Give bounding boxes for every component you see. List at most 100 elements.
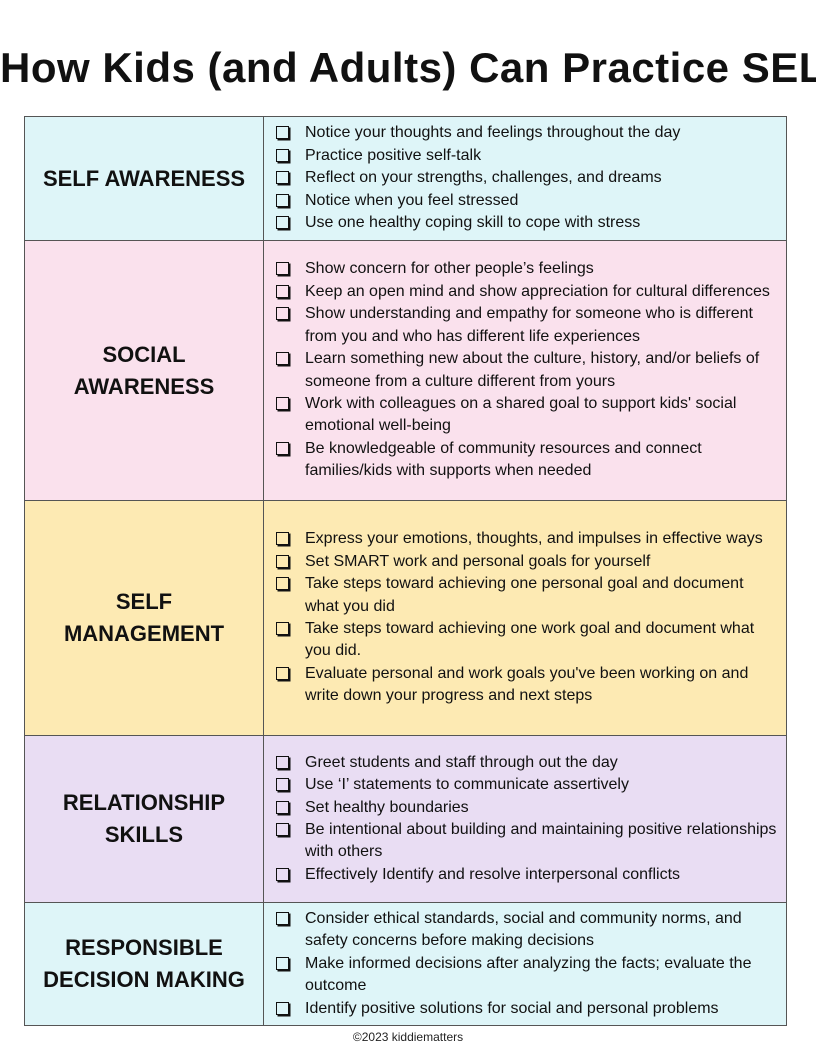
checklist-item-text: Be intentional about building and mainta… — [305, 821, 777, 861]
checklist-item: Take steps toward achieving one personal… — [274, 573, 778, 618]
checklist-item: Take steps toward achieving one work goa… — [274, 618, 778, 663]
checklist-item-text: Take steps toward achieving one personal… — [305, 575, 744, 615]
checklist-item-text: Learn something new about the culture, h… — [305, 350, 760, 390]
category-text: SELF AWARENESS — [42, 165, 246, 191]
checklist-item: Notice when you feel stressed — [274, 190, 778, 212]
checklist-item: Work with colleagues on a shared goal to… — [274, 393, 778, 438]
category-text: RESPONSIBLE DECISION MAKING — [43, 935, 245, 992]
checkbox-icon[interactable] — [276, 193, 289, 207]
sel-table: SELF AWARENESS Notice your thoughts and f… — [24, 116, 787, 1026]
checkbox-icon[interactable] — [276, 396, 289, 410]
checklist-item-text: Be knowledgeable of community resources … — [305, 439, 702, 480]
checklist-item: Consider ethical standards, social and c… — [274, 908, 778, 953]
items-cell: Express your emotions, thoughts, and imp… — [263, 500, 787, 736]
checklist-item-text: Reflect on your strengths, challenges, a… — [305, 169, 662, 187]
section-row: RELATIONSHIP SKILLS Greet students and st… — [24, 735, 787, 903]
checklist-item: Learn something new about the culture, h… — [274, 348, 778, 393]
checklist-item: Show understanding and empathy for someo… — [274, 303, 778, 348]
section-row: SOCIAL AWARENESS Show concern for other p… — [24, 240, 787, 501]
checklist-item: Use ‘I’ statements to communicate assert… — [274, 774, 778, 796]
checklist-item-text: Make informed decisions after analyzing … — [305, 954, 752, 995]
checklist: Greet students and staff through out the… — [274, 752, 778, 886]
items-cell: Notice your thoughts and feelings throug… — [263, 116, 787, 241]
checklist: Notice your thoughts and feelings throug… — [274, 122, 778, 234]
category-label: RELATIONSHIP SKILLS — [24, 735, 264, 903]
checklist-item: Identify positive solutions for social a… — [274, 998, 778, 1020]
checklist-item: Make informed decisions after analyzing … — [274, 953, 778, 998]
checklist-item-text: Identify positive solutions for social a… — [305, 999, 719, 1017]
checklist-item-text: Practice positive self-talk — [305, 146, 482, 164]
checkbox-icon[interactable] — [276, 554, 289, 568]
checkbox-icon[interactable] — [276, 171, 289, 185]
checkbox-icon[interactable] — [276, 577, 289, 591]
checkbox-icon[interactable] — [276, 307, 289, 321]
checklist-item-text: Set healthy boundaries — [305, 798, 469, 816]
checklist-item: Set SMART work and personal goals for yo… — [274, 551, 778, 573]
category-label: RESPONSIBLE DECISION MAKING — [24, 902, 264, 1026]
checklist-item: Be knowledgeable of community resources … — [274, 438, 778, 483]
category-label: SOCIAL AWARENESS — [24, 240, 264, 501]
checkbox-icon[interactable] — [276, 778, 289, 792]
checkbox-icon[interactable] — [276, 532, 289, 546]
checkbox-icon[interactable] — [276, 867, 289, 881]
checkbox-icon[interactable] — [276, 1001, 289, 1015]
category-label: SELF AWARENESS — [24, 116, 264, 241]
checklist-item: Evaluate personal and work goals you've … — [274, 663, 778, 708]
checkbox-icon[interactable] — [276, 666, 289, 680]
checklist-item-text: Consider ethical standards, social and c… — [305, 909, 742, 950]
checklist-item-text: Work with colleagues on a shared goal to… — [305, 394, 737, 435]
checklist-item: Show concern for other people’s feelings — [274, 258, 778, 280]
checklist: Consider ethical standards, social and c… — [274, 908, 778, 1020]
checklist-item: Notice your thoughts and feelings throug… — [274, 122, 778, 144]
page-title: How Kids (and Adults) Can Practice SEL — [0, 44, 816, 91]
checkbox-icon[interactable] — [276, 126, 289, 140]
category-label: SELF MANAGEMENT — [24, 500, 264, 736]
checkbox-icon[interactable] — [276, 352, 289, 366]
checklist-item-text: Use ‘I’ statements to communicate assert… — [305, 776, 629, 794]
checklist-item: Keep an open mind and show appreciation … — [274, 281, 778, 303]
checkbox-icon[interactable] — [276, 800, 289, 814]
checklist-item: Express your emotions, thoughts, and imp… — [274, 528, 778, 550]
checkbox-icon[interactable] — [276, 441, 289, 455]
checklist-item: Be intentional about building and mainta… — [274, 819, 778, 864]
checklist-item-text: Evaluate personal and work goals you've … — [305, 664, 749, 705]
checkbox-icon[interactable] — [276, 956, 289, 970]
category-text: SELF MANAGEMENT — [63, 589, 225, 646]
checklist-item-text: Take steps toward achieving one work goa… — [305, 620, 755, 660]
checklist-item: Reflect on your strengths, challenges, a… — [274, 167, 778, 189]
checklist-item-text: Set SMART work and personal goals for yo… — [305, 552, 651, 570]
checklist-item-text: Keep an open mind and show appreciation … — [305, 282, 770, 300]
checklist-item: Use one healthy coping skill to cope wit… — [274, 212, 778, 234]
checkbox-icon[interactable] — [276, 148, 289, 162]
checklist-item-text: Express your emotions, thoughts, and imp… — [305, 530, 763, 548]
checklist-item-text: Use one healthy coping skill to cope wit… — [305, 214, 641, 232]
checklist-item: Set healthy boundaries — [274, 797, 778, 819]
checklist: Express your emotions, thoughts, and imp… — [274, 528, 778, 707]
items-cell: Greet students and staff through out the… — [263, 735, 787, 903]
checklist-item-text: Greet students and staff through out the… — [305, 753, 618, 771]
checklist-item-text: Show understanding and empathy for someo… — [305, 305, 753, 345]
items-cell: Consider ethical standards, social and c… — [263, 902, 787, 1026]
category-text: SOCIAL AWARENESS — [73, 341, 215, 399]
copyright-footer: ©2023 kiddiematters — [352, 1030, 464, 1044]
checklist-item: Greet students and staff through out the… — [274, 752, 778, 774]
checkbox-icon[interactable] — [276, 911, 289, 925]
checklist: Show concern for other people’s feelings… — [274, 258, 778, 482]
checklist-item-text: Notice when you feel stressed — [305, 191, 519, 209]
category-text: RELATIONSHIP SKILLS — [62, 790, 226, 847]
section-row: RESPONSIBLE DECISION MAKING Consider ethi… — [24, 902, 787, 1026]
checkbox-icon[interactable] — [276, 622, 289, 635]
checklist-item-text: Show concern for other people’s feelings — [305, 260, 594, 278]
section-row: SELF MANAGEMENT Express your emotions, th… — [24, 500, 787, 736]
items-cell: Show concern for other people’s feelings… — [263, 240, 787, 501]
checklist-item: Effectively Identify and resolve interpe… — [274, 864, 778, 886]
checkbox-icon[interactable] — [276, 755, 289, 769]
checkbox-icon[interactable] — [276, 823, 289, 836]
checkbox-icon[interactable] — [276, 262, 289, 276]
checklist-item: Practice positive self-talk — [274, 145, 778, 167]
checkbox-icon[interactable] — [276, 284, 289, 298]
checklist-item-text: Effectively Identify and resolve interpe… — [305, 865, 681, 883]
section-row: SELF AWARENESS Notice your thoughts and f… — [24, 116, 787, 241]
checklist-item-text: Notice your thoughts and feelings throug… — [305, 124, 681, 142]
checkbox-icon[interactable] — [276, 216, 289, 230]
